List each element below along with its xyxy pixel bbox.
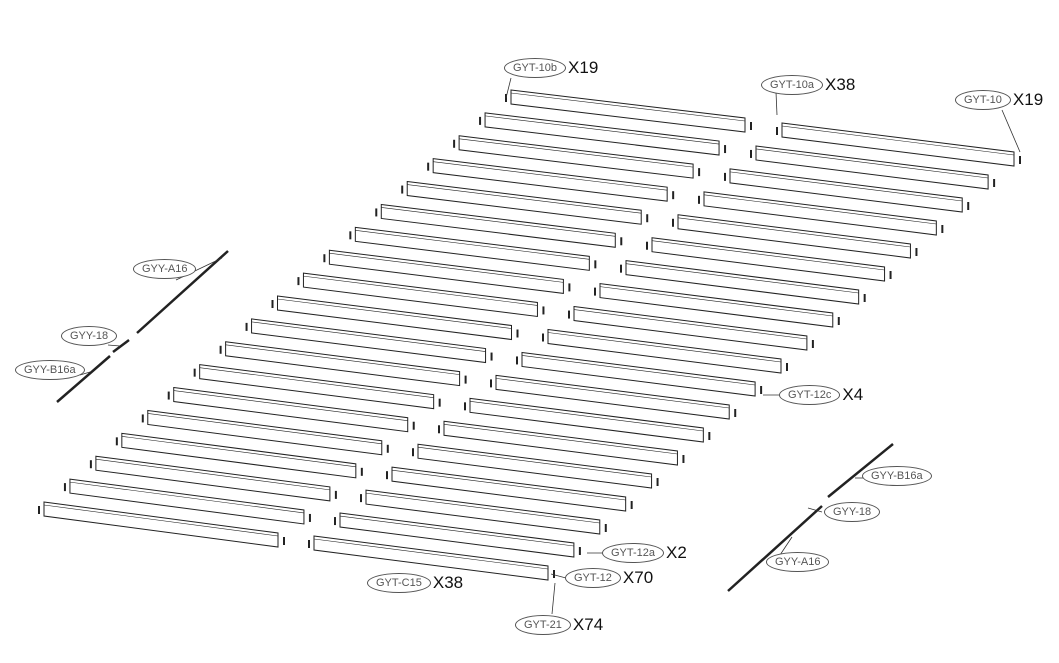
part-code-label: GYY-B16a [15, 360, 85, 380]
slat [245, 318, 493, 364]
callout-gyt-10a: GYT-10a X38 [761, 75, 855, 95]
slat [438, 420, 685, 466]
callout-gyt-10b: GYT-10b X19 [504, 58, 598, 78]
slat [646, 237, 892, 282]
quantity-label: X2 [666, 543, 687, 562]
callout-gyt-12a: GYT-12a X2 [602, 543, 687, 563]
part-code-label: GYY-18 [61, 326, 118, 346]
right-slat-column [308, 122, 1021, 581]
right-rail-b16a [827, 443, 894, 498]
slat [308, 535, 555, 581]
slat [334, 512, 581, 558]
callout-gyy-18-left: GYY-18 [61, 326, 118, 346]
part-code-label: GYT-21 [515, 615, 571, 635]
slat [360, 489, 607, 535]
side-rails [56, 250, 894, 592]
slat [219, 341, 467, 387]
callout-gyt-12c: GYT-12c X4 [779, 385, 863, 405]
slat [115, 432, 363, 479]
slat [323, 249, 571, 294]
slat [479, 112, 727, 156]
quantity-label: X4 [842, 385, 864, 404]
slat [412, 443, 659, 489]
callout-gyy-b16a-right: GYY-B16a [862, 466, 932, 486]
part-code-label: GYT-C15 [367, 573, 431, 593]
part-code-label: GYT-10b [504, 58, 567, 78]
quantity-label: X19 [1012, 90, 1044, 109]
callout-gyt-c15: GYT-C15 X38 [367, 573, 463, 593]
slat [594, 283, 840, 328]
part-code-label: GYT-10a [761, 75, 824, 95]
left-rail-b16a [56, 355, 111, 403]
callout-gyy-a16-left: GYY-A16 [133, 259, 197, 279]
slat [386, 466, 633, 512]
quantity-label: X38 [432, 573, 464, 592]
slat [672, 214, 918, 259]
slat [620, 260, 866, 305]
slat [141, 409, 389, 456]
left-slat-column [38, 89, 752, 548]
slat [750, 145, 996, 190]
quantity-label: X74 [572, 615, 604, 634]
slat [542, 328, 788, 374]
slat [776, 122, 1021, 167]
callout-gyy-18-right: GYY-18 [824, 502, 881, 522]
slat [167, 386, 415, 433]
slat [453, 135, 701, 179]
slat [193, 364, 441, 410]
callout-gyt-12: GYT-12 X70 [565, 568, 653, 588]
part-code-label: GYT-12c [779, 385, 841, 405]
slat [427, 158, 675, 202]
quantity-label: X38 [825, 75, 856, 94]
slat [38, 501, 285, 548]
slat [724, 168, 970, 213]
part-code-label: GYY-B16a [862, 466, 932, 486]
quantity-label: X19 [568, 58, 599, 77]
quantity-label: X70 [622, 568, 654, 587]
callout-gyt-21: GYT-21 X74 [515, 615, 603, 635]
slat [698, 191, 944, 236]
part-code-label: GYY-A16 [766, 552, 830, 572]
slat [516, 351, 763, 397]
slat [271, 295, 519, 341]
callout-gyt-10: GYT-10 X19 [955, 90, 1043, 110]
part-code-label: GYT-12 [565, 568, 621, 588]
slat [63, 478, 311, 525]
slat [375, 203, 623, 248]
left-rail-18 [112, 339, 130, 353]
slat [401, 180, 649, 225]
slat [490, 374, 737, 420]
callout-leader-lines [79, 77, 1021, 615]
slat [349, 226, 597, 271]
part-code-label: GYY-18 [824, 502, 881, 522]
part-code-label: GYY-A16 [133, 259, 197, 279]
slat [568, 305, 814, 351]
callout-gyy-b16a-left: GYY-B16a [15, 360, 85, 380]
part-code-label: GYT-12a [602, 543, 665, 563]
left-rail-a16 [136, 250, 229, 334]
slat [464, 397, 711, 443]
slat [89, 455, 337, 502]
slat [297, 272, 545, 318]
callout-gyy-a16-right: GYY-A16 [766, 552, 830, 572]
part-code-label: GYT-10 [955, 90, 1011, 110]
right-rail-a16 [727, 505, 823, 592]
